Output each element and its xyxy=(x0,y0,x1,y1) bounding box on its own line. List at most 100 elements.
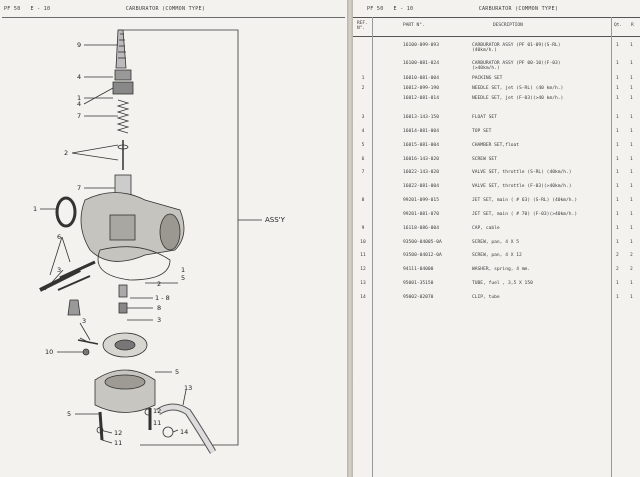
cell-description: JET SET, main ( # 70) (F-03)(>40km/h.) xyxy=(472,212,578,217)
callout-12a: 12 xyxy=(153,407,162,415)
cell-quantity: 1 xyxy=(616,86,619,91)
cell-description: SCREW SET xyxy=(472,157,497,162)
cell-quantity: 1 xyxy=(616,115,619,120)
cell-r: 1 xyxy=(630,61,633,66)
col-divider-2 xyxy=(611,17,612,477)
cell-r: 2 xyxy=(630,253,633,258)
right-title: CARBURATOR (COMMON TYPE) xyxy=(478,6,559,12)
cell-r: 2 xyxy=(630,267,633,272)
cell-part-number: 16118-086-004 xyxy=(403,226,439,231)
callout-12b: 12 xyxy=(114,429,123,437)
cell-part-number: 16100-099-093 xyxy=(403,43,439,48)
cell-description: SCREW, pan, 4 X 5 xyxy=(472,240,520,245)
cell-description: SCREW, pan, 4 X 12 xyxy=(472,253,522,258)
cell-quantity: 1 xyxy=(616,143,619,148)
callout-3a: 3 xyxy=(57,266,62,274)
left-page: PF 50 E - 10 CARBURATOR (COMMON TYPE) xyxy=(0,0,347,477)
tube-clip xyxy=(162,426,174,438)
cell-ref: 1 xyxy=(361,76,365,81)
cell-r: 1 xyxy=(630,212,633,217)
packing-ring xyxy=(55,196,77,228)
cell-part-number: 99201-081-070 xyxy=(403,212,439,217)
callout-11b: 11 xyxy=(114,439,123,447)
header-desc: DESCRIPTION xyxy=(493,23,523,28)
callout-11a: 11 xyxy=(153,419,162,427)
throttle-spring xyxy=(116,99,130,134)
callout-6: 6 xyxy=(57,233,62,241)
cell-quantity: 1 xyxy=(616,129,619,134)
cell-part-number: 16100-081-024 xyxy=(403,61,439,66)
cell-part-number: 94111-04000 xyxy=(403,267,434,272)
pilot-screw xyxy=(67,299,81,316)
cell-ref: 3 xyxy=(361,115,365,120)
header-ref: REF. N°. xyxy=(357,21,368,31)
cell-description: WASHER, spring, 4 mm. xyxy=(472,267,531,272)
cable-cap xyxy=(115,29,127,69)
callout-3c: 3 xyxy=(82,317,87,325)
header-part: PART N°. xyxy=(403,23,425,28)
cell-part-number: 16012-099-190 xyxy=(403,86,439,91)
cell-quantity: 1 xyxy=(616,43,619,48)
callout-5c: 5 xyxy=(67,410,72,418)
cell-ref: 14 xyxy=(360,295,366,300)
cell-ref: 9 xyxy=(361,226,365,231)
cell-description: NEEDLE SET, jet (F-03)(>40 km/h.) xyxy=(472,96,564,101)
right-page-number: E - 10 xyxy=(393,6,414,12)
cell-part-number: 16010-081-004 xyxy=(403,76,439,81)
top-set-nut xyxy=(114,69,132,81)
callout-4a: 4 xyxy=(77,73,82,81)
cell-r: 1 xyxy=(630,43,633,48)
cell-part-number: 16016-143-020 xyxy=(403,157,439,162)
cell-r: 1 xyxy=(630,240,633,245)
cell-r: 1 xyxy=(630,281,633,286)
cell-description: CHAMBER SET,float xyxy=(472,143,520,148)
cell-r: 1 xyxy=(630,295,633,300)
cell-ref: 5 xyxy=(361,143,365,148)
cell-ref: 2 xyxy=(361,86,365,91)
callout-8: 8 xyxy=(157,304,162,312)
cell-r: 1 xyxy=(630,76,633,81)
cell-r: 1 xyxy=(630,170,633,175)
cell-quantity: 2 xyxy=(616,253,619,258)
callout-1-8: 1 - 8 xyxy=(155,294,170,302)
cell-part-number: 16022-143-020 xyxy=(403,170,439,175)
cell-description: PACKING SET xyxy=(472,76,503,81)
callout-13: 13 xyxy=(184,384,193,392)
cell-quantity: 2 xyxy=(616,267,619,272)
assy-label: ASS'Y xyxy=(265,216,285,224)
cell-part-number: 93500-04005-0A xyxy=(403,240,442,245)
main-jet-holder xyxy=(118,284,128,298)
cell-ref: 7 xyxy=(361,170,365,175)
screw-set xyxy=(39,260,96,292)
table-row: 99201-081-070 JET SET, main ( # 70) (F-03… xyxy=(353,212,640,222)
callout-7a: 7 xyxy=(77,112,82,120)
callout-10: 10 xyxy=(45,348,54,356)
callout-5b: 5 xyxy=(175,368,180,376)
header-r: R xyxy=(631,23,634,28)
cell-ref: 11 xyxy=(360,253,366,258)
callout-5a: 5 xyxy=(181,274,186,282)
cell-ref: 4 xyxy=(361,129,365,134)
cell-quantity: 1 xyxy=(616,240,619,245)
cell-r: 1 xyxy=(630,198,633,203)
left-header-rule xyxy=(2,17,345,18)
cell-quantity: 1 xyxy=(616,295,619,300)
col-divider-1 xyxy=(372,17,373,477)
cell-description: TOP SET xyxy=(472,129,492,134)
cell-part-number: 16022-081-004 xyxy=(403,184,439,189)
right-header: PF 50 E - 10 CARBURATOR (COMMON TYPE) xyxy=(367,6,558,12)
left-model: PF 50 xyxy=(4,6,21,12)
cell-r: 1 xyxy=(630,143,633,148)
cell-r: 1 xyxy=(630,226,633,231)
cell-ref: 13 xyxy=(360,281,366,286)
